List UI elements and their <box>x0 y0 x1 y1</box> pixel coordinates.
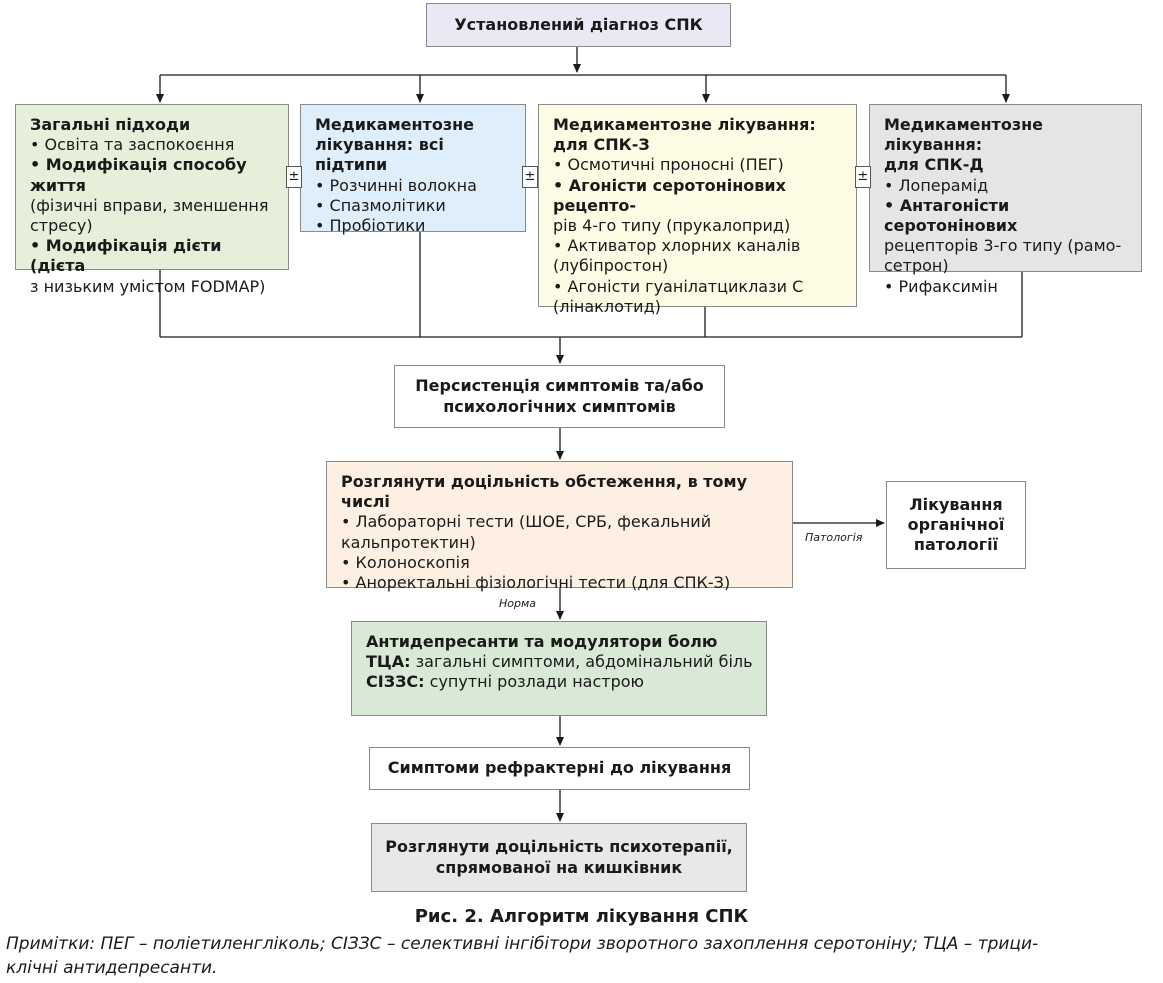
organic-pathology-line: органічної <box>907 514 1005 534</box>
medication-all-title-line: лікування: всі підтипи <box>315 135 444 175</box>
diagnosis-label: Установлений діагноз СПК <box>454 14 703 34</box>
antidepressants-row-label: СІЗЗС: <box>366 672 425 692</box>
medication-ibs-d-item: сетрон) <box>884 256 949 276</box>
medication-all-item: • Розчинні волокна <box>315 175 477 195</box>
organic-pathology-box: Лікування органічної патології <box>886 481 1026 569</box>
symptom-persistence-box: Персистенція симптомів та/або психологіч… <box>394 365 725 428</box>
medication-ibs-d-title-line: для СПК-Д <box>884 155 984 175</box>
medication-all-subtypes-box: Медикаментозне лікування: всі підтипи • … <box>300 104 526 235</box>
plus-minus-icon: ± <box>286 166 302 188</box>
figure-caption: Рис. 2. Алгоритм лікування СПК <box>414 906 749 927</box>
medication-ibs-c-item: • Агоністи серотонінових рецепто- <box>553 175 786 215</box>
medication-ibs-d-item: • Лоперамід <box>884 175 989 195</box>
examination-title: Розглянути доцільність обстеження, в том… <box>341 472 748 512</box>
figure-notes-line: клічні антидепресанти. <box>6 958 218 978</box>
medication-all-item: • Пробіотики <box>315 216 426 236</box>
general-approaches-item: • Освіта та заспокоєння <box>30 135 235 155</box>
medication-ibs-c-item: (лубіпростон) <box>553 256 669 276</box>
norm-branch-label: Норма <box>499 597 537 610</box>
psychotherapy-box: Розглянути доцільність психотерапії, спр… <box>371 823 747 892</box>
medication-all-title-line: Медикаментозне <box>315 115 475 134</box>
examination-item: • Колоноскопія <box>341 552 470 572</box>
medication-ibs-c-item: • Агоністи гуанілатциклази С <box>553 276 804 296</box>
medication-ibs-d-item: рецепторів 3-го типу (рамо- <box>884 236 1122 256</box>
figure-notes: Примітки: ПЕГ – поліетиленгліколь; СІЗЗС… <box>6 932 1156 980</box>
antidepressants-row-text: загальні симптоми, абдомінальний біль <box>410 652 753 672</box>
general-approaches-item: • Модифікація дієти (дієта <box>30 236 222 276</box>
refractory-box: Симптоми рефрактерні до лікування <box>369 747 750 790</box>
antidepressants-row-label: ТЦА: <box>366 652 411 672</box>
general-approaches-title: Загальні підходи <box>30 115 191 134</box>
psychotherapy-line: Розглянути доцільність психотерапії, <box>385 837 733 857</box>
symptom-persistence-line: психологічних симптомів <box>443 396 676 416</box>
medication-all-item: • Спазмолітики <box>315 195 446 215</box>
general-approaches-item: з низьким умістом FODMAP) <box>30 276 266 296</box>
medication-ibs-c-item: • Активатор хлорних каналів <box>553 236 801 256</box>
organic-pathology-line: Лікування <box>909 494 1003 514</box>
psychotherapy-line: спрямованої на кишківник <box>435 857 683 877</box>
examination-item: • Аноректальні фізіологічні тести (для С… <box>341 573 731 593</box>
medication-ibs-c-title-line: Медикаментозне лікування: <box>553 115 816 134</box>
medication-ibs-c-item: (лінаклотид) <box>553 296 661 316</box>
examination-box: Розглянути доцільність обстеження, в том… <box>326 461 793 592</box>
antidepressants-row: СІЗЗС: супутні розлади настрою <box>366 672 754 692</box>
medication-ibs-c-box: Медикаментозне лікування: для СПК-З • Ос… <box>538 104 857 316</box>
general-approaches-box: Загальні підходи • Освіта та заспокоєння… <box>15 104 289 296</box>
symptom-persistence-line: Персистенція симптомів та/або <box>415 376 704 396</box>
refractory-label: Симптоми рефрактерні до лікування <box>387 758 732 778</box>
medication-ibs-d-item: • Рифаксимін <box>884 276 998 296</box>
figure-notes-line: Примітки: ПЕГ – поліетиленгліколь; СІЗЗС… <box>6 934 1039 954</box>
medication-ibs-d-item: • Антагоністи серотонінових <box>884 195 1018 236</box>
diagnosis-box: Установлений діагноз СПК <box>426 3 731 47</box>
general-approaches-item: (фізичні вправи, зменшення <box>30 195 269 215</box>
examination-item: кальпротектин) <box>341 532 476 552</box>
antidepressants-box: Антидепресанти та модулятори болю ТЦА: з… <box>351 621 767 716</box>
medication-ibs-c-item: рів 4-го типу (прукалоприд) <box>553 216 791 236</box>
medication-ibs-d-title-line: Медикаментозне лікування: <box>884 115 1044 155</box>
general-approaches-item: стресу) <box>30 216 93 236</box>
pathology-branch-label: Патологія <box>805 531 863 544</box>
plus-minus-icon: ± <box>855 166 871 188</box>
medication-ibs-c-item: • Осмотичні проносні (ПЕГ) <box>553 155 784 175</box>
antidepressants-row-text: супутні розлади настрою <box>424 672 644 692</box>
medication-ibs-d-box: Медикаментозне лікування: для СПК-Д • Ло… <box>869 104 1142 296</box>
organic-pathology-line: патології <box>913 535 999 555</box>
plus-minus-icon: ± <box>522 166 538 188</box>
general-approaches-item: • Модифікація способу життя <box>30 155 247 195</box>
medication-ibs-c-title-line: для СПК-З <box>553 135 650 155</box>
antidepressants-row: ТЦА: загальні симптоми, абдомінальний бі… <box>366 652 754 672</box>
examination-item: • Лабораторні тести (ШОЕ, СРБ, фекальний <box>341 512 712 532</box>
antidepressants-title: Антидепресанти та модулятори болю <box>366 632 718 651</box>
